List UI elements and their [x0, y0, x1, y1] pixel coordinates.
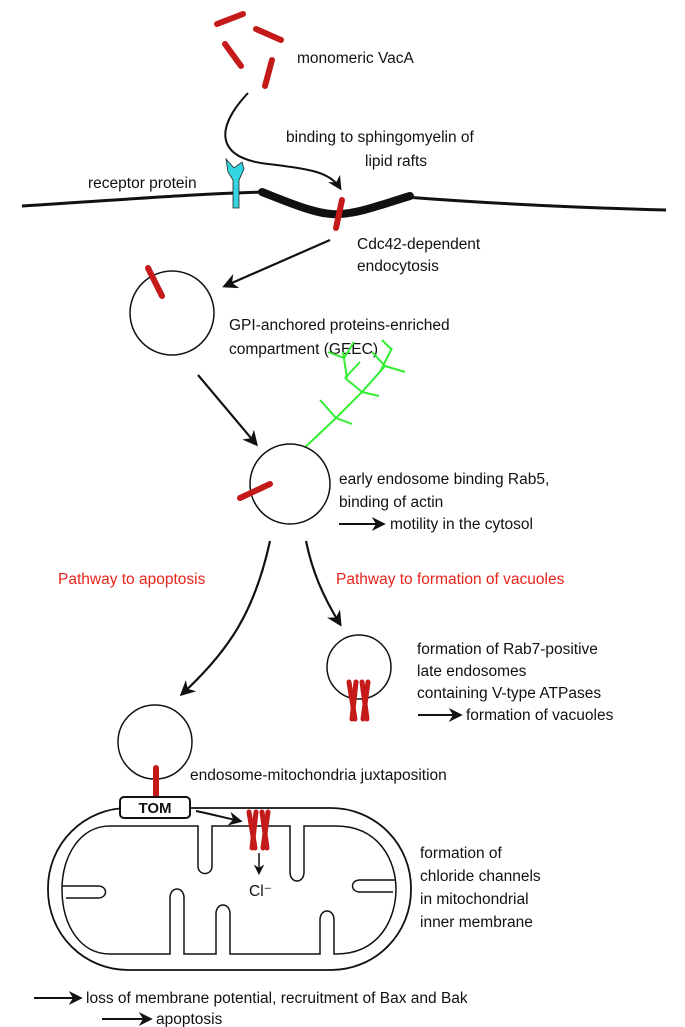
geec-to-early-arrow — [197, 374, 258, 447]
tom-complex — [119, 796, 191, 819]
mito-crista-left — [62, 885, 107, 899]
lipid-raft — [258, 188, 414, 219]
label-binding-line1: binding to sphingomyelin of — [286, 129, 475, 146]
label-early-line2: binding of actin — [339, 494, 443, 511]
label-chloride-line4: inner membrane — [420, 914, 533, 931]
binding-arrow — [224, 92, 342, 191]
label-late-line2: late endosomes — [417, 663, 527, 680]
geec-vesicle — [129, 270, 215, 356]
tom-to-channel-arrow — [195, 810, 243, 826]
vaca-monomer-icon — [214, 11, 246, 27]
label-late-line3: containing V-type ATPases — [417, 685, 601, 702]
label-pathway-vacuoles: Pathway to formation of vacuoles — [336, 571, 565, 588]
vaca-monomer-icon — [145, 265, 165, 299]
actin-filament-icon — [299, 339, 406, 453]
label-geec-line2: compartment (GEEC) — [229, 341, 378, 358]
apoptosis-pathway-arrow — [179, 540, 272, 697]
endocytosis-arrow — [222, 238, 331, 289]
label-bottom-line2: apoptosis — [156, 1011, 223, 1027]
mitochondrion-inner-membrane — [61, 825, 397, 955]
vaca-monomer-icon — [237, 481, 273, 501]
vaca-monomer-icon — [262, 57, 275, 89]
label-bottom-line1: loss of membrane potential, recruitment … — [86, 990, 468, 1007]
label-cdc42-line2: endocytosis — [357, 258, 439, 275]
label-late-line1: formation of Rab7-positive — [417, 641, 598, 658]
chloride-channel-icon — [246, 809, 271, 851]
label-late-line4: formation of vacuoles — [466, 707, 614, 724]
vacuole-pathway-arrow — [304, 540, 342, 627]
label-receptor-protein: receptor protein — [88, 175, 197, 192]
vaca-monomer-icon — [253, 26, 284, 43]
label-geec-line1: GPI-anchored proteins-enriched — [229, 317, 450, 334]
label-chloride-line3: in mitochondrial — [420, 891, 529, 908]
plasma-membrane-right — [404, 195, 667, 212]
vaca-monomers — [214, 11, 284, 89]
label-monomeric-vaca: monomeric VacA — [297, 50, 415, 67]
vaca-monomer-icon — [333, 197, 345, 231]
late-endosome — [326, 634, 392, 700]
label-cdc42-line1: Cdc42-dependent — [357, 236, 481, 253]
label-chloride-line1: formation of — [420, 845, 503, 862]
vaca-monomer-icon — [222, 41, 244, 69]
label-chloride-line2: chloride channels — [420, 868, 541, 885]
label-juxtaposition: endosome-mitochondria juxtaposition — [190, 767, 447, 784]
receptor-protein-icon — [225, 157, 245, 209]
chloride-channel-icon — [346, 679, 371, 722]
plasma-membrane — [21, 190, 266, 208]
label-early-line3: motility in the cytosol — [390, 516, 533, 533]
mito-crista-right — [351, 879, 396, 893]
label-pathway-apoptosis: Pathway to apoptosis — [58, 571, 206, 588]
early-endosome — [249, 443, 331, 525]
label-tom: TOM — [138, 800, 171, 817]
label-chloride-ion: Cl⁻ — [249, 883, 272, 900]
label-early-line1: early endosome binding Rab5, — [339, 471, 549, 488]
label-binding-line2: lipid rafts — [365, 153, 427, 170]
